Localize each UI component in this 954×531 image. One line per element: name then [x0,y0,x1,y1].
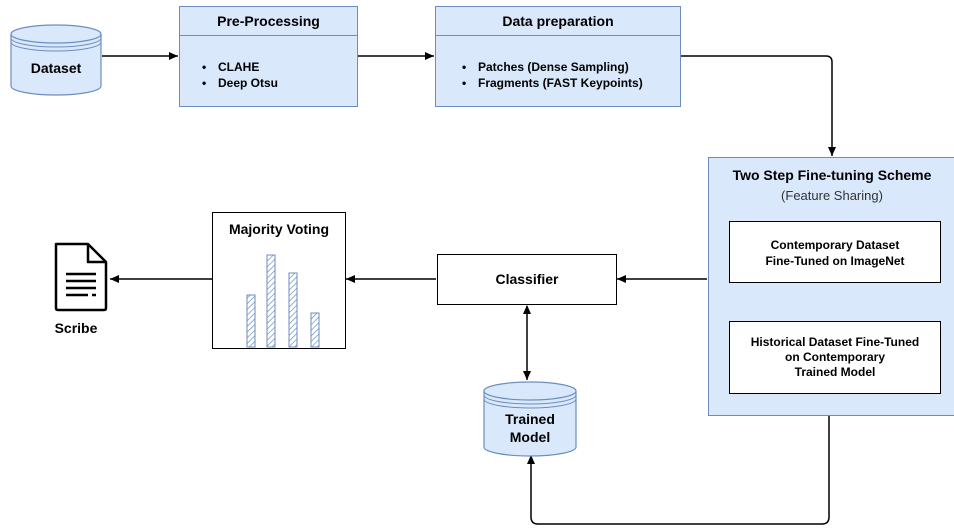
database-cylinder-icon [10,24,102,96]
dataset-label: Dataset [30,60,82,76]
step1-line: Fine-Tuned on ImageNet [765,254,905,268]
finetuning-title: Two Step Fine-tuning Scheme [732,167,932,183]
database-cylinder-icon [483,381,577,457]
preprocessing-title: Pre-Processing [180,7,357,36]
dataprep-list: Patches (Dense Sampling) Fragments (FAST… [462,59,643,91]
classifier-label: Classifier [495,271,559,287]
trained-model-line: Trained [505,411,555,427]
dataset-node: Dataset [10,24,102,96]
trained-model-node: Trained Model [483,381,577,457]
dataprep-box: Data preparation Patches (Dense Sampling… [435,6,681,107]
vote-bar [310,312,320,348]
vote-bar [266,254,276,348]
bar-chart-icon [246,254,320,348]
finetuning-step2: Historical Dataset Fine-Tuned on Contemp… [729,321,941,394]
step1-line: Contemporary Dataset [770,238,900,252]
step2-line: on Contemporary [784,350,885,364]
vote-bar [246,294,256,348]
arrow-finetuning-trainedmodel [527,416,830,525]
step2-line: Historical Dataset Fine-Tuned [750,335,920,349]
dataprep-item: Patches (Dense Sampling) [462,59,643,75]
dataprep-title: Data preparation [436,7,680,36]
preprocessing-list: CLAHE Deep Otsu [202,59,278,91]
majority-voting-title: Majority Voting [228,221,330,237]
majority-voting-box: Majority Voting [212,212,346,349]
step2-line: Trained Model [794,365,876,379]
arrow-dataprep-finetuning [681,55,836,156]
finetuning-step1: Contemporary Dataset Fine-Tuned on Image… [729,221,941,283]
finetuning-box: Two Step Fine-tuning Scheme (Feature Sha… [708,157,954,416]
document-icon [54,242,108,312]
finetuning-subtitle: (Feature Sharing) [781,188,883,203]
trained-model-line: Model [509,429,551,445]
classifier-box: Classifier [437,254,617,305]
vote-bar [288,272,298,348]
scribe-node: Scribe [52,242,112,342]
preprocessing-item: Deep Otsu [202,75,278,91]
preprocessing-item: CLAHE [202,59,278,75]
scribe-label: Scribe [54,320,98,336]
preprocessing-box: Pre-Processing CLAHE Deep Otsu [179,6,358,107]
dataprep-item: Fragments (FAST Keypoints) [462,75,643,91]
